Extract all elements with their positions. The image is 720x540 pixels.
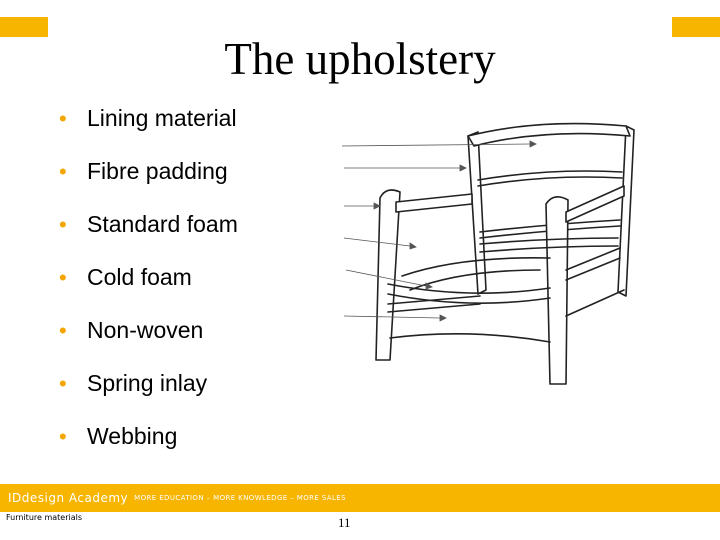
corner-accent-right	[672, 17, 720, 37]
bullet-item: • Fibre padding	[56, 145, 238, 198]
bullet-item: • Spring inlay	[56, 357, 238, 410]
bullet-dot-icon: •	[59, 211, 67, 237]
bullet-text: Lining material	[87, 105, 237, 131]
bullet-text: Spring inlay	[87, 370, 208, 396]
corner-accent-left	[0, 17, 48, 37]
bullet-text: Fibre padding	[87, 158, 228, 184]
section-label: Furniture materials	[6, 513, 83, 522]
page-number: 11	[338, 515, 351, 530]
brand-name: IDdesign Academy	[8, 491, 129, 505]
bullet-text: Webbing	[87, 423, 178, 449]
bullet-dot-icon: •	[59, 370, 67, 396]
bullet-dot-icon: •	[59, 423, 67, 449]
bullet-item: • Non-woven	[56, 304, 238, 357]
slide-title: The upholstery	[224, 34, 496, 84]
bullet-dot-icon: •	[59, 158, 67, 184]
armchair-frame-icon	[341, 122, 635, 385]
bullet-text: Non-woven	[87, 317, 204, 343]
bullet-dot-icon: •	[59, 105, 67, 131]
bullet-item: • Webbing	[56, 410, 238, 463]
bullet-item: • Lining material	[56, 92, 238, 145]
footer-bar: IDdesign Academy MORE EDUCATION – MORE K…	[0, 484, 720, 512]
bullet-dot-icon: •	[59, 317, 67, 343]
bullet-item: • Cold foam	[56, 251, 238, 304]
bullet-list: • Lining material • Fibre padding • Stan…	[56, 92, 238, 463]
bullet-text: Standard foam	[87, 211, 238, 237]
bullet-text: Cold foam	[87, 264, 192, 290]
brand-tagline: MORE EDUCATION – MORE KNOWLEDGE – MORE S…	[134, 494, 346, 502]
bullet-dot-icon: •	[59, 264, 67, 290]
bullet-item: • Standard foam	[56, 198, 238, 251]
